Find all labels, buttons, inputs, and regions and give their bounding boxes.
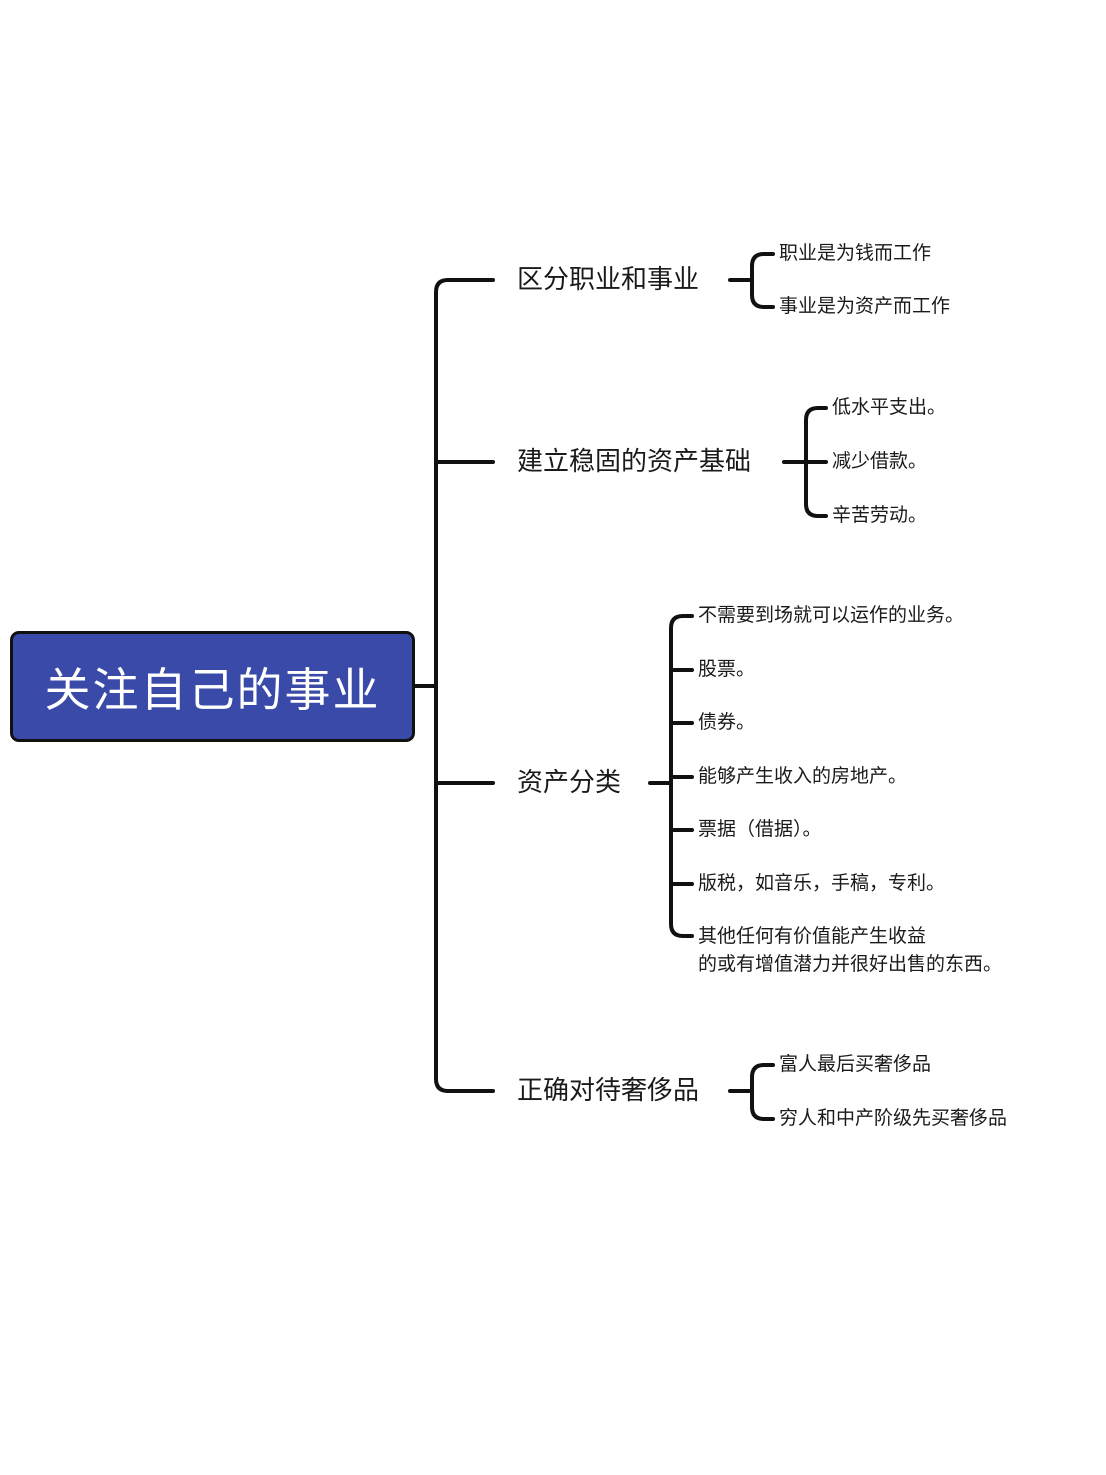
leaf-label-4-2: 穷人和中产阶级先买奢侈品: [779, 1109, 1007, 1128]
branch-label-1: 区分职业和事业: [517, 265, 700, 295]
leaf-label-3-7: 其他任何有价值能产生收益的或有增值潜力并很好出售的东西。: [698, 922, 1002, 978]
root-label: 关注自己的事业: [44, 662, 381, 717]
leaf-label-3-2: 股票。: [698, 660, 755, 679]
root-bracket-spine: [434, 278, 450, 1093]
leaf-label-2-2: 减少借款。: [832, 452, 927, 471]
leaf-text-line: 版税，如音乐，手稿，专利。: [698, 872, 946, 894]
branch-label-2: 建立稳固的资产基础: [517, 447, 752, 477]
leaf-text-line: 辛苦劳动。: [832, 504, 928, 526]
leaf-text-line: 的或有增值潜力并很好出售的东西。: [698, 953, 1003, 975]
leaf-label-2-1: 低水平支出。: [832, 398, 946, 417]
branch-label-4: 正确对待奢侈品: [517, 1076, 700, 1106]
branch-label-3: 资产分类: [517, 768, 622, 798]
leaf-label-1-1: 职业是为钱而工作: [779, 244, 931, 263]
leaf-text-line: 票据（借据）。: [698, 818, 822, 840]
leaf-text-line: 能够产生收入的房地产。: [698, 765, 908, 787]
leaf-text-line: 事业是为资产而工作: [779, 295, 951, 317]
root-node: 关注自己的事业: [10, 631, 415, 742]
leaf-label-2-3: 辛苦劳动。: [832, 506, 927, 525]
branch-4-bracket-spine: [750, 1063, 766, 1121]
leaf-text-line: 低水平支出。: [832, 396, 947, 418]
leaf-label-3-1: 不需要到场就可以运作的业务。: [698, 606, 964, 625]
leaf-text-line: 职业是为钱而工作: [779, 242, 932, 264]
leaf-label-3-6: 版税，如音乐，手稿，专利。: [698, 874, 945, 893]
leaf-text-line: 不需要到场就可以运作的业务。: [698, 604, 965, 626]
leaf-text-line: 穷人和中产阶级先买奢侈品: [779, 1107, 1008, 1129]
leaf-label-3-3: 债券。: [698, 713, 755, 732]
leaf-text-line: 其他任何有价值能产生收益: [698, 925, 927, 947]
leaf-text-line: 富人最后买奢侈品: [779, 1053, 932, 1075]
leaf-text-line: 股票。: [698, 658, 756, 680]
leaf-label-4-1: 富人最后买奢侈品: [779, 1055, 931, 1074]
leaf-text-line: 减少借款。: [832, 450, 928, 472]
leaf-label-3-5: 票据（借据）。: [698, 820, 822, 839]
leaf-text-line: 债券。: [698, 711, 756, 733]
branch-1-bracket-spine: [750, 252, 766, 309]
leaf-label-1-2: 事业是为资产而工作: [779, 297, 950, 316]
leaf-label-3-4: 能够产生收入的房地产。: [698, 767, 907, 786]
connector-lines: [413, 252, 828, 1121]
